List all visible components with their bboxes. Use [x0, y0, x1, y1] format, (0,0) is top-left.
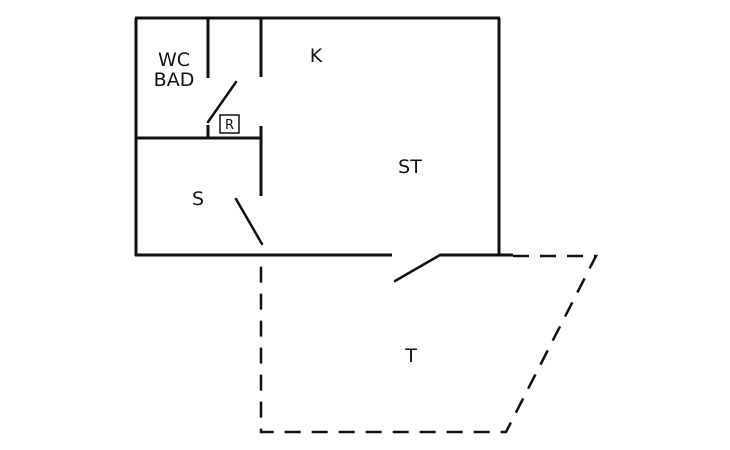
room-label-living: ST — [398, 156, 422, 178]
terrace-dashed-border — [259, 254, 599, 434]
door-terrace — [393, 253, 442, 283]
room-label-bedroom: S — [192, 188, 204, 210]
room-labels: WC BAD K ST S T — [154, 45, 423, 367]
room-label-wc: WC — [158, 49, 190, 71]
doors — [206, 80, 442, 283]
room-label-bad: BAD — [154, 69, 195, 91]
terrace-outline — [259, 254, 599, 434]
interior-walls — [136, 18, 263, 196]
room-label-kitchen: K — [310, 45, 323, 67]
radiator-box-label: R — [225, 118, 234, 133]
door-bathroom — [206, 80, 238, 124]
radiator-box-icon — [219, 114, 240, 134]
door-bedroom — [234, 197, 264, 246]
radiator-symbol: R — [219, 114, 240, 134]
room-label-terrace: T — [404, 345, 417, 367]
outer-walls — [134, 16, 513, 257]
